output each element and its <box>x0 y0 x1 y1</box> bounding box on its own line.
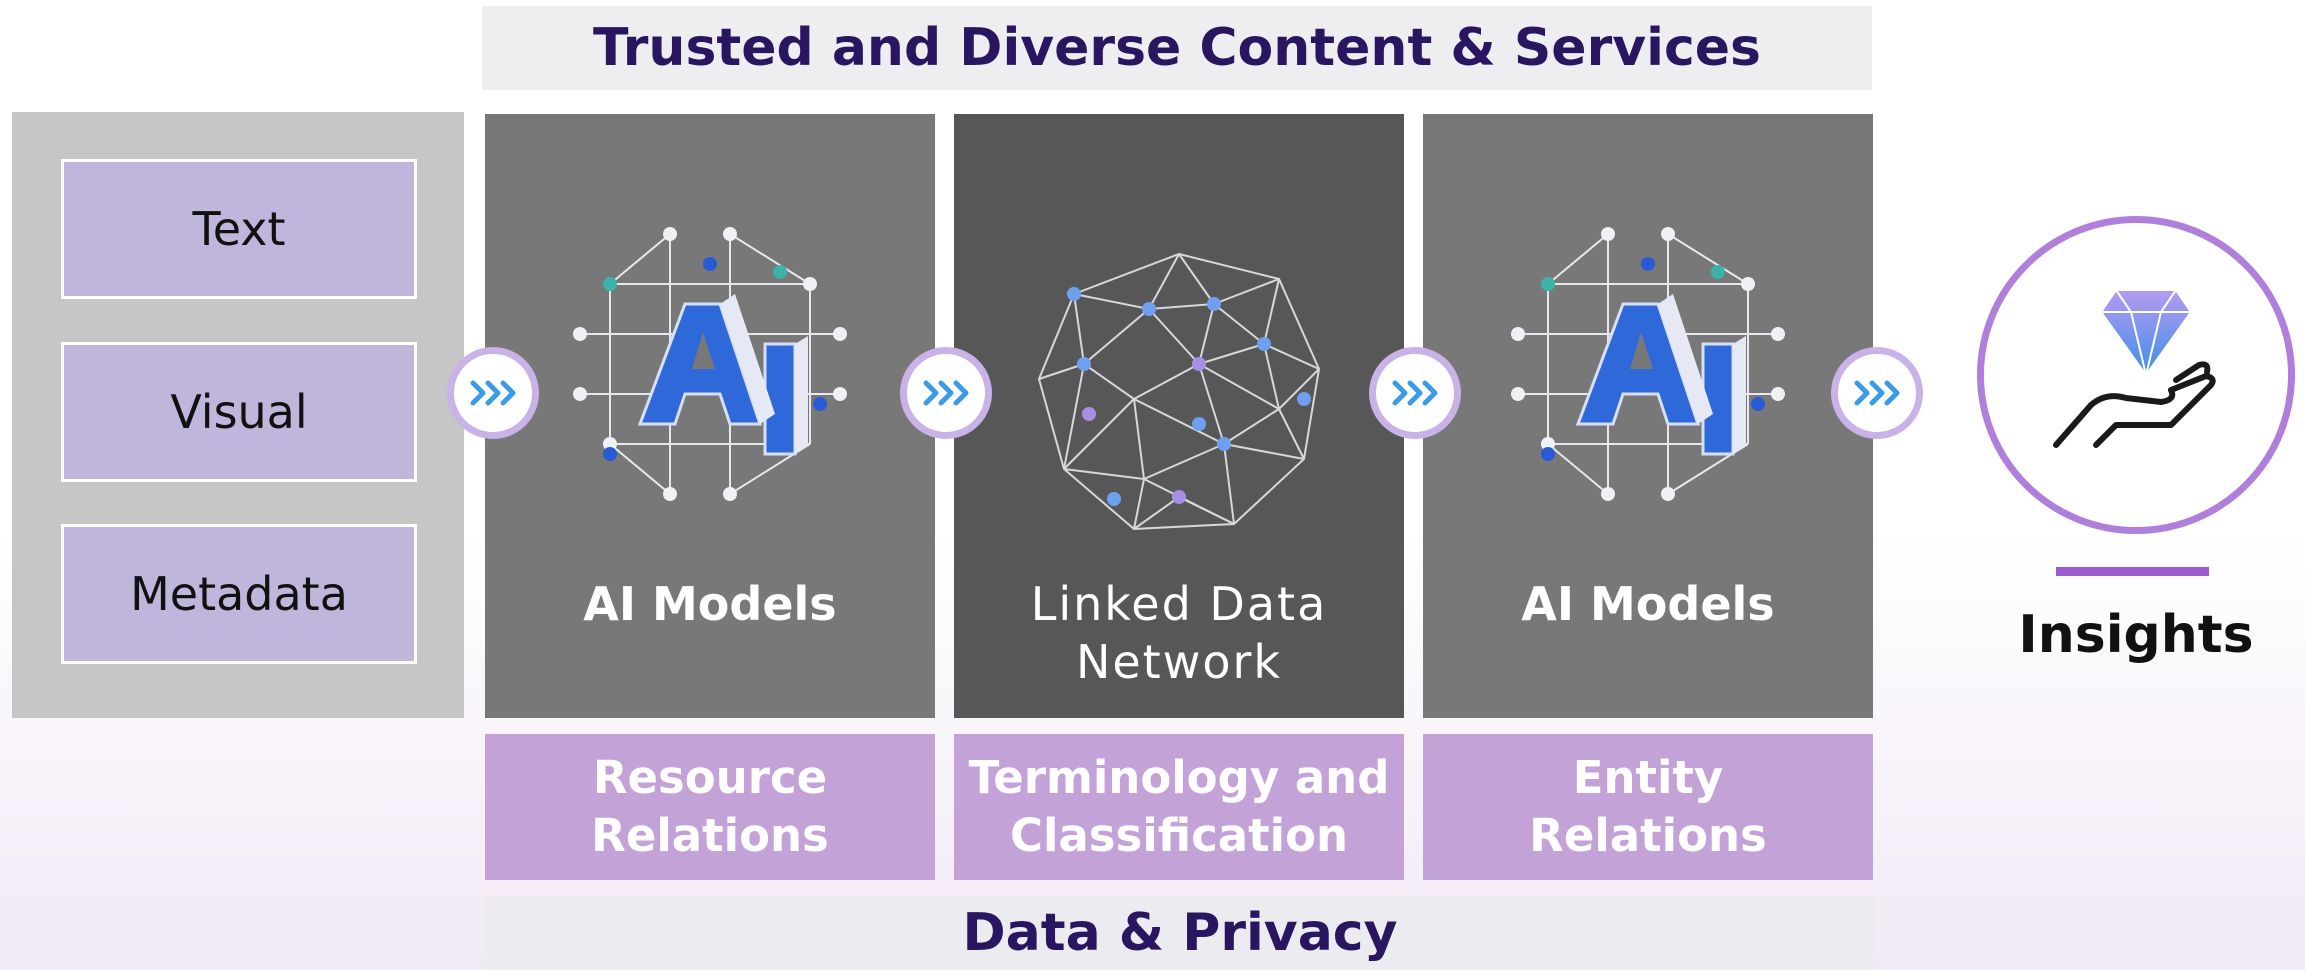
terminology-line-1: Terminology and <box>968 751 1390 804</box>
insights-underline <box>2056 567 2209 576</box>
input-text-box: Text <box>61 159 417 299</box>
input-panel: Text Visual Metadata <box>12 112 464 718</box>
diamond-hand-icon <box>2053 289 2216 448</box>
flow-arrow-1 <box>447 347 539 439</box>
chevrons-right-icon <box>1392 380 1438 406</box>
ai-models-column-1: AI Models <box>485 114 935 718</box>
bottom-banner-label: Data & Privacy <box>962 903 1398 963</box>
top-banner: Trusted and Diverse Content & Services <box>482 6 1872 90</box>
input-visual-label: Visual <box>170 385 308 439</box>
terminology-line-2: Classification <box>1009 809 1349 862</box>
insights-label: Insights <box>2018 605 2254 665</box>
top-banner-label: Trusted and Diverse Content & Services <box>593 18 1761 78</box>
flow-arrow-2 <box>900 347 992 439</box>
network-sphere-icon <box>1037 252 1321 531</box>
input-text-label: Text <box>192 202 286 256</box>
flow-arrow-3 <box>1369 347 1461 439</box>
flow-arrow-4 <box>1831 347 1923 439</box>
ai-models-label-2: AI Models <box>1521 577 1775 631</box>
insights-circle <box>1977 216 2295 534</box>
linked-data-label-line-1: Linked Data <box>1030 577 1328 631</box>
bottom-banner: Data & Privacy <box>485 896 1875 970</box>
linked-data-label-line-2: Network <box>1075 635 1283 689</box>
resource-relations-box: Resource Relations <box>485 734 935 880</box>
chevrons-right-icon <box>470 380 516 406</box>
linked-data-column: Linked Data Network <box>954 114 1404 718</box>
input-visual-box: Visual <box>61 342 417 482</box>
resource-relations-line-1: Resource <box>592 751 828 804</box>
entity-relations-line-2: Relations <box>1529 809 1767 862</box>
ai-models-label-1: AI Models <box>583 577 837 631</box>
ai-models-column-2: AI Models <box>1423 114 1873 718</box>
entity-relations-box: Entity Relations <box>1423 734 1873 880</box>
entity-relations-line-1: Entity <box>1572 751 1724 804</box>
chevrons-right-icon <box>1854 380 1900 406</box>
resource-relations-line-2: Relations <box>591 809 829 862</box>
input-metadata-box: Metadata <box>61 524 417 664</box>
ai-cube-icon <box>1511 227 1785 501</box>
input-metadata-label: Metadata <box>130 567 348 621</box>
ai-cube-icon <box>573 227 847 501</box>
chevrons-right-icon <box>923 380 969 406</box>
terminology-classification-box: Terminology and Classification <box>954 734 1404 880</box>
